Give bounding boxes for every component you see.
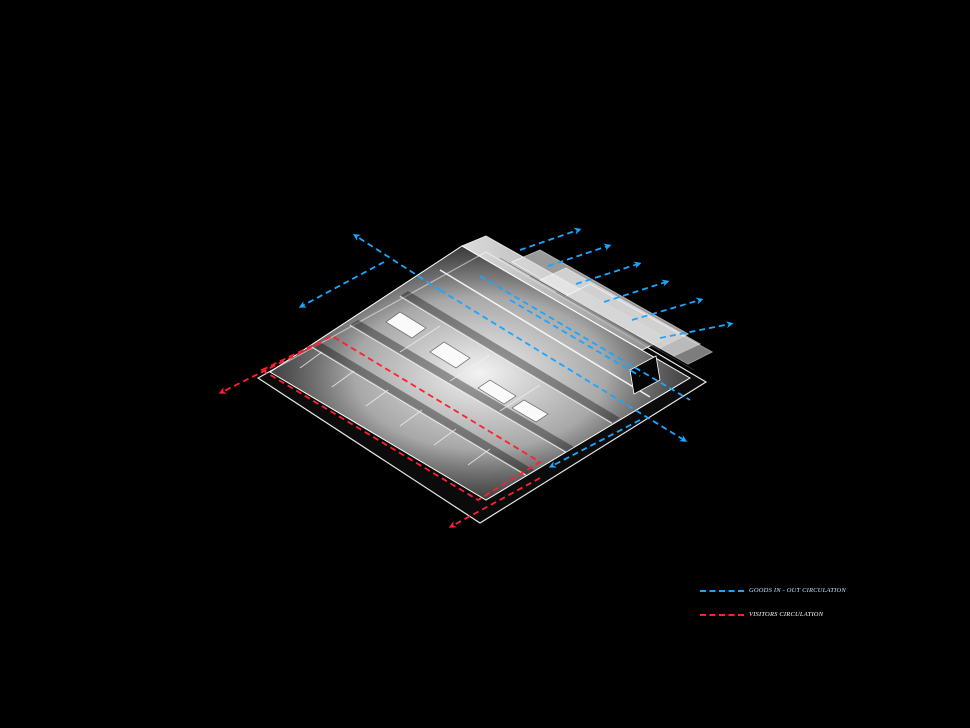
visitors-arrow-bottom — [448, 477, 541, 528]
dock-door — [629, 355, 661, 395]
visitors-arrow-left — [218, 342, 321, 394]
goods-arrows — [298, 227, 734, 468]
partitions — [299, 325, 541, 466]
visitors-zone-outline — [260, 334, 542, 502]
bay-grating — [499, 257, 695, 371]
legend-visitors: VISITORS CIRCULATION — [700, 608, 900, 622]
legend-goods-label: GOODS IN - OUT CIRCULATION — [749, 587, 846, 594]
loading-bays — [460, 235, 714, 365]
goods-dash-icon — [700, 590, 744, 592]
bay-shadows — [312, 291, 620, 475]
legend-goods: GOODS IN - OUT CIRCULATION — [700, 584, 900, 598]
visitors-dash-icon — [700, 614, 744, 616]
legend-visitors-label: VISITORS CIRCULATION — [749, 611, 824, 618]
bay-walls — [311, 269, 651, 476]
room-blocks — [385, 311, 549, 423]
building-floor — [269, 245, 691, 501]
